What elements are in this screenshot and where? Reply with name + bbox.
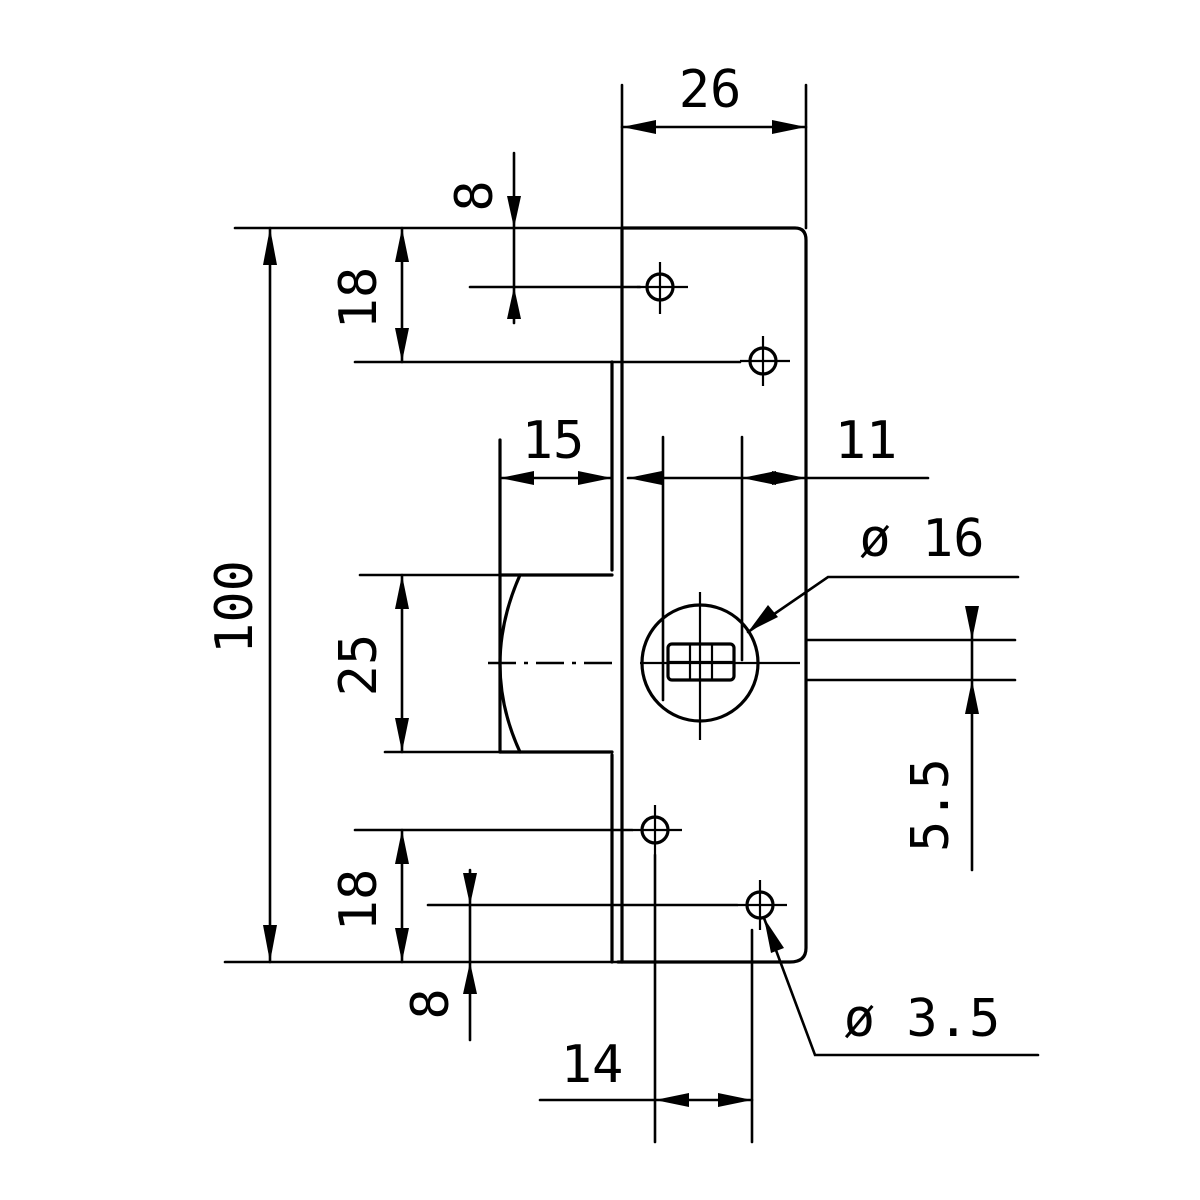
dimension-5-5: 5.5 [901, 606, 979, 872]
plate-outline [610, 226, 1017, 964]
dimension-8-bottom: 8 [401, 868, 739, 1042]
dimension-100: 100 [205, 226, 620, 964]
dimension-label-8-top: 8 [445, 180, 505, 211]
dimension-15: 15 [498, 411, 614, 485]
recess [488, 438, 614, 754]
dimension-11: 11 [626, 411, 930, 485]
dimension-label-15: 15 [522, 411, 585, 471]
screw-hole-top-left [637, 262, 688, 314]
dimension-25: 25 [329, 573, 502, 754]
dimension-label-5-5: 5.5 [901, 758, 961, 852]
cylinder-hole [640, 435, 800, 740]
dimension-label-diameter-3-5: ø 3.5 [844, 989, 1001, 1049]
dimension-26: 26 [620, 60, 808, 230]
dimension-8-top: 8 [233, 151, 642, 325]
dimension-label-14: 14 [561, 1035, 624, 1095]
dimension-label-26: 26 [679, 60, 742, 120]
leader-diameter-16: ø 16 [746, 509, 1020, 634]
dimension-18-top: 18 [329, 226, 742, 364]
dimension-label-diameter-16: ø 16 [859, 509, 984, 569]
dimension-label-25: 25 [329, 634, 389, 697]
dimension-label-18-bottom: 18 [329, 869, 389, 932]
dimension-label-8-bottom: 8 [401, 988, 461, 1019]
screw-hole-bottom-right [737, 880, 787, 930]
dimension-14: 14 [538, 853, 754, 1144]
dimension-label-11: 11 [835, 411, 898, 471]
screw-hole-top-right [740, 336, 790, 386]
dimension-18-bottom: 18 [329, 828, 634, 964]
dimension-label-18-top: 18 [329, 267, 389, 330]
screw-hole-bottom-left [632, 805, 682, 855]
leader-diameter-3-5: ø 3.5 [762, 916, 1040, 1057]
dimension-label-100: 100 [205, 560, 265, 654]
